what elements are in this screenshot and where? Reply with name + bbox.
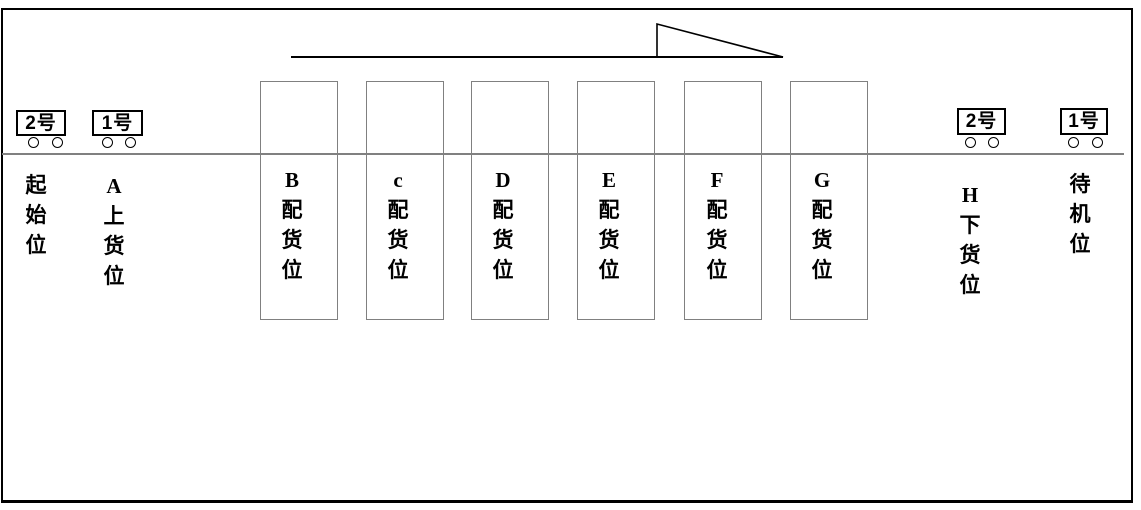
station-label-char: 货 (811, 228, 833, 252)
station-label-char: 货 (706, 228, 728, 252)
cart-no2-unload: 2号 (957, 108, 1006, 135)
station-label-char: D (495, 168, 511, 192)
station-start: 起始位 (18, 170, 54, 260)
cart-wheel-icon (1067, 136, 1079, 148)
drawing-frame (1, 8, 1133, 503)
station-label-char: A (106, 174, 122, 198)
station-label-char: 配 (281, 198, 303, 222)
slope-flag-icon (291, 22, 784, 58)
cart-number-label: 2号 (965, 111, 998, 132)
cart-wheel-icon (51, 136, 63, 148)
station-label-char: H (961, 183, 979, 207)
station-label-char: G (813, 168, 831, 192)
station-label-char: 始 (25, 203, 47, 227)
cart-no1-start: 1号 (92, 110, 143, 136)
station-standby: 待机位 (1062, 169, 1098, 259)
track-line (2, 153, 1124, 155)
cart-number-label: 2号 (25, 112, 57, 134)
bay-c (366, 81, 444, 320)
station-label-char: 位 (25, 233, 47, 257)
cart-no1-standby: 1号 (1060, 108, 1108, 135)
station-label-char: F (710, 168, 724, 192)
station-label-char: 配 (598, 198, 620, 222)
cart-number-label: 1号 (1068, 111, 1100, 132)
station-label-char: c (393, 168, 403, 192)
cart-wheel-icon (27, 136, 39, 148)
station-label-char: B (284, 168, 299, 192)
station-label-char: 上 (103, 204, 125, 228)
cart-no2-start: 2号 (16, 110, 66, 136)
station-label-char: 配 (387, 198, 409, 222)
station-label-char: 位 (281, 258, 303, 282)
station-label-char: 配 (706, 198, 728, 222)
station-label-char: 配 (811, 198, 833, 222)
station-label-char: 起 (25, 173, 47, 197)
cart-number-label: 1号 (101, 112, 134, 134)
station-label-char: E (601, 168, 616, 192)
station-label-char: 位 (959, 273, 981, 297)
station-label-char: 位 (598, 258, 620, 282)
station-label-char: 货 (281, 228, 303, 252)
cart-wheel-icon (124, 136, 136, 148)
cart-wheel-icon (1091, 136, 1103, 148)
bay-f (684, 81, 762, 320)
bay-b (260, 81, 338, 320)
cart-wheel-icon (101, 136, 113, 148)
station-label-char: 位 (492, 258, 514, 282)
cart-wheel-icon (987, 136, 999, 148)
station-label-char: 待 (1069, 172, 1091, 196)
station-label-char: 配 (492, 198, 514, 222)
station-label-char: 货 (387, 228, 409, 252)
bay-g (790, 81, 868, 320)
station-label-char: 货 (492, 228, 514, 252)
station-label-char: 位 (387, 258, 409, 282)
station-label-char: 货 (959, 243, 981, 267)
bay-e (577, 81, 655, 320)
station-label-char: 位 (103, 264, 125, 288)
cart-wheel-icon (964, 136, 976, 148)
station-label-char: 货 (598, 228, 620, 252)
station-label-char: 位 (811, 258, 833, 282)
station-label-char: 货 (103, 234, 125, 258)
station-label-char: 位 (1069, 232, 1091, 256)
bay-d (471, 81, 549, 320)
station-label-char: 下 (959, 213, 981, 237)
station-label-char: 位 (706, 258, 728, 282)
station-label-char: 机 (1069, 202, 1091, 226)
